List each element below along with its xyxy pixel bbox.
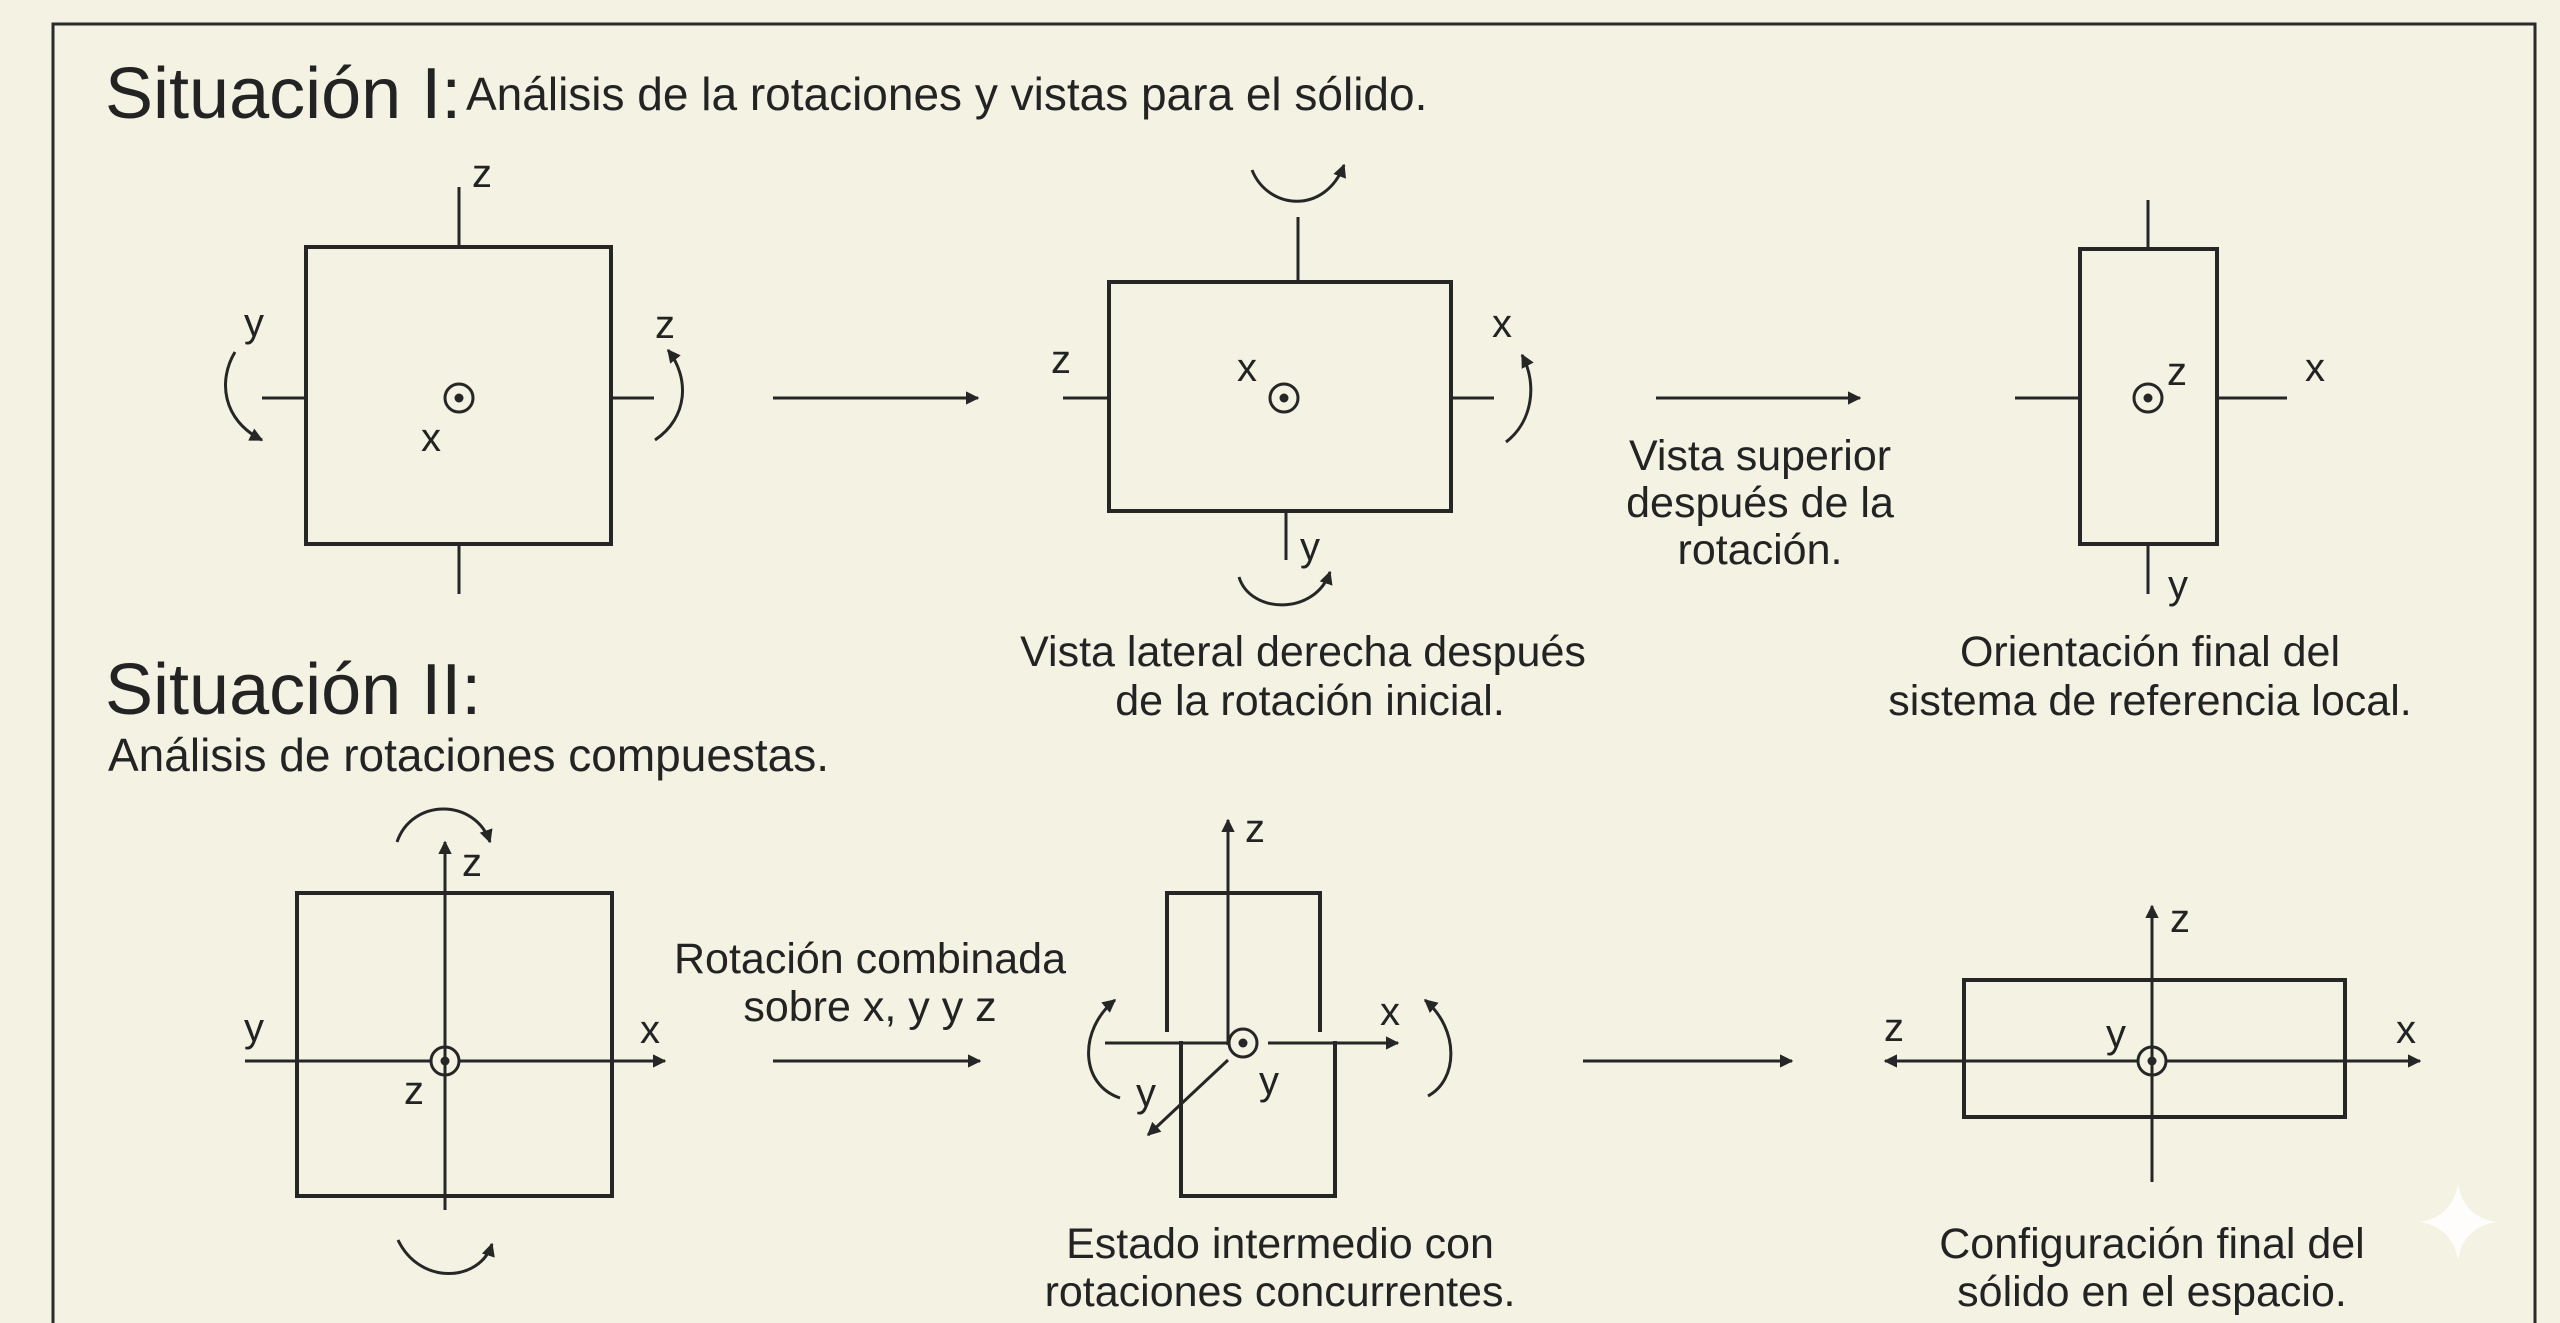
svg-text:z: z	[1884, 1006, 1904, 1050]
svg-text:z: z	[404, 1069, 424, 1113]
s1-arrow2-caption-3: rotación.	[1678, 526, 1843, 574]
s2-fig3-caption-1: Configuración final del	[1939, 1220, 2365, 1268]
s1-fig3-tall-solid: z x y	[2015, 200, 2325, 607]
svg-text:z: z	[462, 841, 482, 885]
s1-fig1-square-solid: z y z x	[224, 152, 684, 594]
svg-text:y: y	[1259, 1059, 1279, 1103]
s1-arrow2-caption-2: después de la	[1626, 479, 1894, 527]
svg-text:x: x	[1380, 990, 1400, 1034]
situation2-title: Situación II:	[105, 650, 481, 730]
situation1-title: Situación I:	[105, 54, 461, 134]
s2-fig3-final-solid: z z y x	[1883, 897, 2422, 1182]
svg-text:x: x	[1237, 346, 1257, 390]
svg-text:z: z	[2167, 350, 2187, 394]
svg-text:x: x	[640, 1008, 660, 1052]
svg-text:y: y	[244, 1006, 264, 1050]
s1-fig2-caption-2: de la rotación inicial.	[1115, 677, 1505, 725]
diagram-frame	[51, 22, 2537, 1323]
svg-text:z: z	[472, 152, 492, 196]
s1-fig2-caption-1: Vista lateral derecha después	[1020, 628, 1586, 676]
svg-text:z: z	[1245, 807, 1265, 851]
s2-fig3-caption-2: sólido en el espacio.	[1957, 1268, 2347, 1316]
s2-fig2-caption-1: Estado intermedio con	[1066, 1220, 1494, 1268]
sparkle-icon	[2420, 1184, 2496, 1260]
s1-arrow2-caption-1: Vista superior	[1629, 432, 1891, 480]
svg-text:x: x	[1492, 302, 1512, 346]
svg-text:x: x	[421, 416, 441, 460]
s1-fig3-caption-1: Orientación final del	[1960, 628, 2340, 676]
svg-text:y: y	[244, 301, 264, 345]
s2-arrow1-caption-2: sobre x, y y z	[743, 983, 996, 1031]
svg-text:z: z	[2170, 897, 2190, 941]
s2-fig1-square-solid: z y x z	[244, 807, 667, 1275]
svg-text:z: z	[1051, 338, 1071, 382]
s1-fig3-caption-2: sistema de referencia local.	[1888, 677, 2411, 725]
situation2-subtitle: Análisis de rotaciones compuestas.	[108, 729, 829, 781]
svg-text:y: y	[1136, 1071, 1156, 1115]
svg-text:y: y	[2106, 1012, 2126, 1056]
s2-fig2-caption-2: rotaciones concurrentes.	[1045, 1268, 1516, 1316]
svg-text:y: y	[2168, 563, 2188, 607]
svg-text:z: z	[655, 303, 675, 347]
svg-text:y: y	[1300, 525, 1320, 569]
s2-arrow1-caption-1: Rotación combinada	[674, 935, 1066, 983]
svg-text:x: x	[2396, 1008, 2416, 1052]
situation1-subtitle: Análisis de la rotaciones y vistas para …	[466, 68, 1427, 120]
svg-text:x: x	[2305, 346, 2325, 390]
s2-fig2-intermediate-solid: z x y y	[1087, 807, 1453, 1198]
s1-fig2-rect-solid: z x x y	[1051, 163, 1534, 607]
